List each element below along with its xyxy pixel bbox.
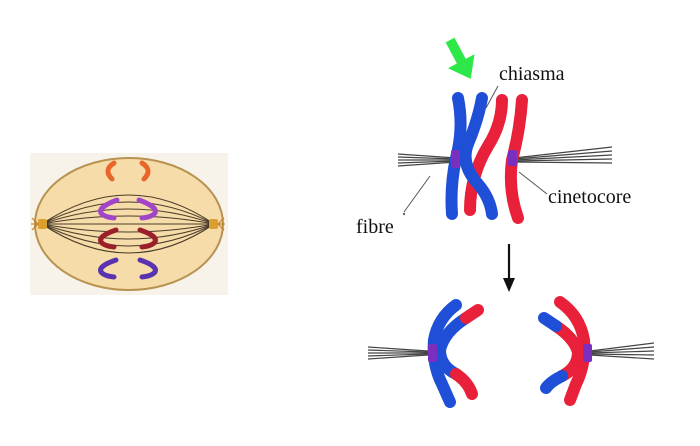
chromosome-pair-3 [98,227,158,250]
separated-homologs-illustration [367,296,655,408]
chiasma-leader-line [485,85,499,109]
fibre-leader-line [403,175,431,213]
cinetocore-label: cinetocore [548,186,631,208]
kinetochore-fibres [397,146,613,167]
chromosome-pair-2 [98,197,158,221]
homolog-red [538,296,591,406]
bottom-fibres [367,342,655,360]
homolog-blue [427,299,484,408]
spindle-pole-left [31,217,47,231]
cell-metaphase-illustration [30,153,228,295]
green-arrow-icon [445,37,475,79]
chromosome-pair-1 [105,160,151,182]
chromosome-pair-4 [98,257,158,280]
chiasma-label: chiasma [499,63,565,85]
down-arrow-icon [503,244,515,292]
spindle-pole-right [209,217,225,231]
spindle-fibres [41,194,215,254]
cinetocore-leader-line [518,171,548,195]
fibre-label: fibre [356,216,394,238]
tetrad-illustration: chiasma cinetocore fibre [356,37,631,238]
leader-dot [402,212,406,216]
kinetochore-red [508,150,517,166]
kinetochore-blue [451,150,460,168]
kinetochore-left [428,344,437,362]
kinetochore-right [583,344,592,362]
